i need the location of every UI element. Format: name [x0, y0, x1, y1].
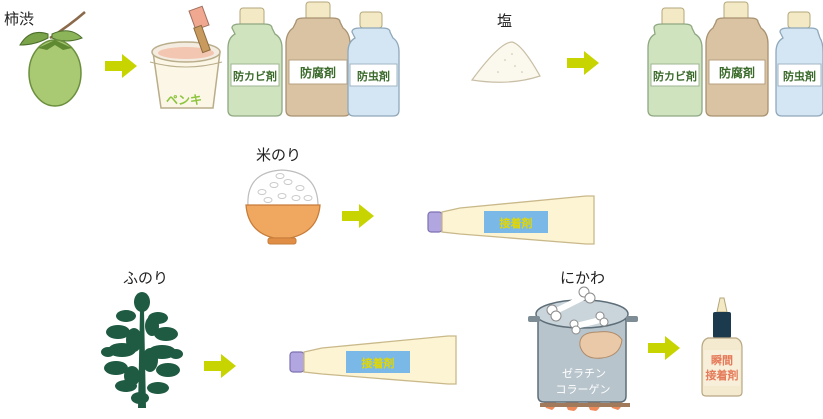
- arrow-icon: [105, 54, 137, 78]
- funori-label: ふのり: [123, 269, 169, 287]
- arrow-icon: [648, 336, 680, 360]
- gelatin-label: ゼラチン: [562, 367, 606, 380]
- preservative-label-2: 防腐剤: [718, 66, 755, 80]
- tube-label-2: 接着剤: [361, 357, 395, 370]
- anti-mold-label: 防カビ剤: [233, 70, 277, 83]
- collagen-label: コラーゲン: [555, 383, 611, 396]
- arrow-icon: [567, 51, 599, 75]
- insecticide-label: 防虫剤: [357, 70, 390, 83]
- anti-mold-label-2: 防カビ剤: [653, 70, 697, 83]
- preservative-label: 防腐剤: [299, 66, 336, 80]
- arrow-icon: [342, 204, 374, 228]
- tube-label-1: 接着剤: [499, 217, 533, 230]
- salt-label: 塩: [497, 12, 513, 30]
- kakishibu-label: 柿渋: [4, 10, 35, 28]
- insecticide-label-2: 防虫剤: [783, 70, 816, 83]
- instant-glue-label-1: 瞬間: [711, 354, 733, 367]
- rice-glue-label: 米のり: [256, 146, 302, 164]
- arrow-icon: [204, 354, 236, 378]
- paint-label: ペンキ: [166, 93, 203, 107]
- instant-glue-label-2: 接着剤: [705, 369, 739, 382]
- nikawa-label: にかわ: [560, 269, 606, 287]
